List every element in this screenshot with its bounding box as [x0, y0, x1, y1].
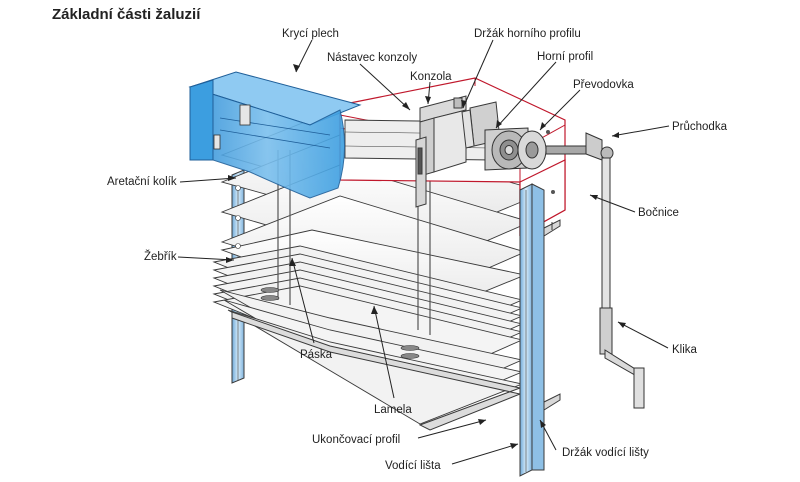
top-profile-holder: [461, 101, 501, 149]
guide-rail-holders: [543, 219, 561, 411]
label-ukoncovaci-profil: Ukončovací profil: [312, 434, 400, 446]
label-zebrik: Žebřík: [144, 250, 177, 263]
leader-lines: [177, 39, 670, 465]
crank-assembly: [585, 132, 645, 409]
right-guide-rail: [519, 183, 545, 477]
label-drzak-horniho-profilu: Držák horního profilu: [474, 28, 581, 40]
label-aretacni-kolik: Aretační kolík: [107, 176, 177, 188]
label-prevodovka: Převodovka: [573, 79, 634, 91]
leader-arrows: [226, 64, 626, 449]
label-horni-profil: Horní profil: [537, 51, 593, 63]
label-kryci-plech: Krycí plech: [282, 28, 339, 40]
bracket-extension: [415, 136, 427, 208]
label-konzola: Konzola: [410, 71, 452, 83]
label-lamela: Lamela: [374, 404, 412, 416]
label-vodici-lista: Vodící lišta: [385, 460, 441, 472]
label-drzak-vodici-listy: Držák vodící lišty: [562, 447, 649, 459]
label-paska: Páska: [300, 349, 333, 361]
bottom-profile: [231, 311, 522, 431]
tape-holes: [235, 185, 420, 359]
diagram-title: Základní části žaluzií: [52, 6, 201, 23]
label-pruchodka: Průchodka: [672, 121, 728, 133]
label-nastavec-konzoly: Nástavec konzoly: [327, 52, 417, 64]
bracket: [419, 95, 467, 177]
gearbox: [484, 127, 597, 171]
label-bocnice: Bočnice: [638, 207, 679, 219]
label-klika: Klika: [672, 344, 698, 356]
cover-plate: [188, 71, 362, 199]
labels: Krycí plech Nástavec konzoly Konzola Drž…: [107, 28, 728, 472]
